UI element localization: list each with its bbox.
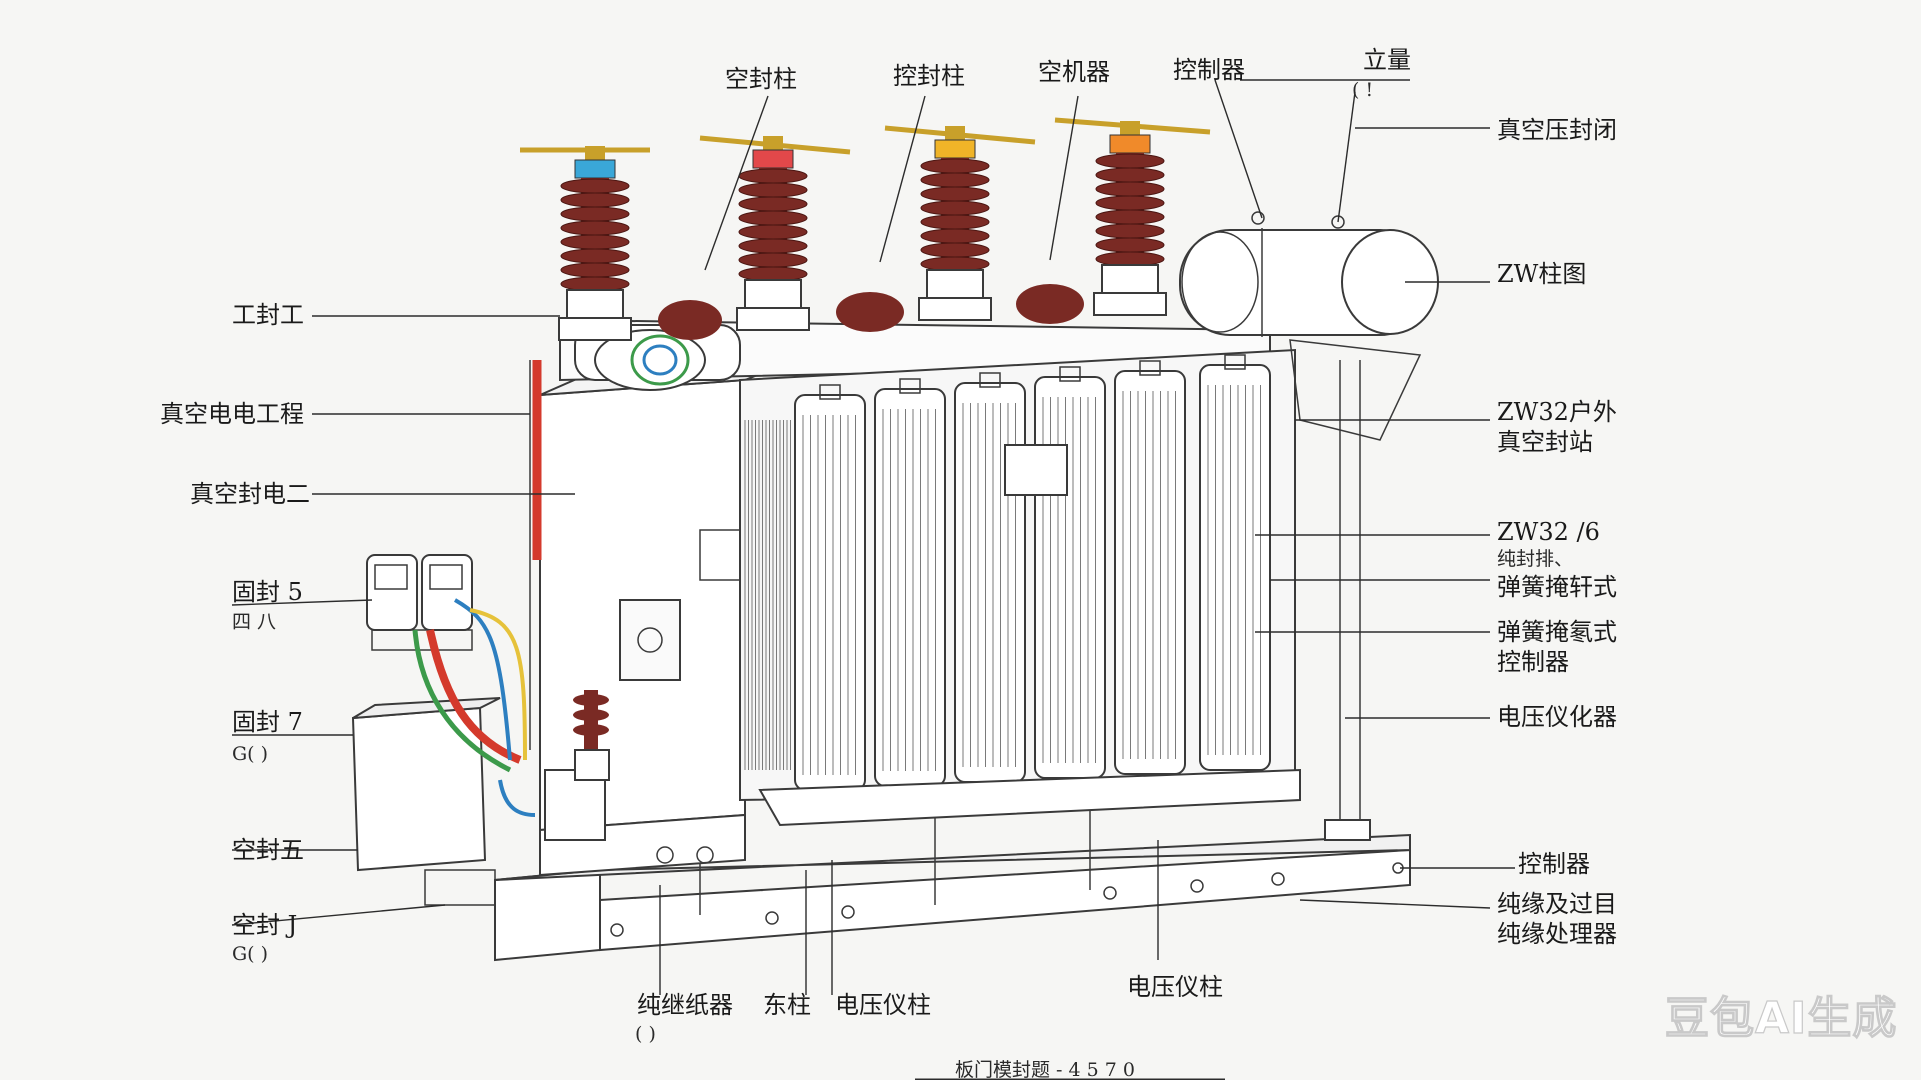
label-left-6: 空封五 [232, 836, 304, 864]
radiator-bank [739, 348, 1301, 827]
label-left-5a: 固封 7 [232, 708, 303, 736]
label-left-1: 工封工 [232, 301, 304, 329]
diagram-caption: 板门模封题 - 4 5 7 0 [955, 1059, 1135, 1080]
label-top-5: 立量 [1363, 46, 1411, 74]
label-bottom-1a: 纯继纸器 [637, 991, 733, 1019]
label-right-2: ZW柱图 [1497, 260, 1586, 288]
label-bottom-3: 电压仪柱 [835, 991, 931, 1019]
label-left-5b: G( ) [232, 743, 268, 765]
label-right-4a: ZW32 /6 [1497, 518, 1600, 546]
hv-bushing [699, 135, 851, 331]
base-frame [494, 795, 1411, 962]
label-left-3: 真空封电二 [190, 480, 310, 508]
hv-bushings [520, 117, 1211, 341]
hv-bushing [520, 146, 650, 341]
label-right-3a: ZW32户外 [1497, 398, 1617, 426]
label-left-4b: 四 八 [232, 611, 276, 633]
label-left-7a: 空封 J [232, 911, 297, 939]
radiator-side-fins [744, 420, 791, 770]
label-top-5b: ( ! [1352, 79, 1373, 101]
label-right-4b: 纯封排、 [1497, 548, 1573, 570]
radiator-panel [1199, 354, 1271, 771]
watermark: 豆包AI生成 [1665, 993, 1897, 1044]
callout-labels: 空封柱 控封柱 空机器 控制器 立量 ( ! 真空压封闭 ZW柱图 ZW32户外… [160, 46, 1617, 1080]
label-bottom-4: 电压仪柱 [1127, 973, 1223, 1001]
label-left-7b: G( ) [232, 943, 268, 965]
label-top-2: 控封柱 [893, 62, 965, 90]
radiator-panel [794, 384, 866, 791]
label-left-4a: 固封 5 [232, 578, 303, 606]
label-bottom-2: 东柱 [763, 991, 811, 1019]
leader-lines [231, 79, 1515, 1080]
label-bottom-1b: ( ) [635, 1023, 656, 1045]
label-right-5b: 控制器 [1497, 648, 1569, 676]
label-top-3: 空机器 [1038, 58, 1110, 86]
radiator-panel [1114, 360, 1186, 775]
label-right-6: 电压仪化器 [1497, 703, 1617, 731]
control-boxes [351, 360, 606, 906]
label-right-3b: 真空封站 [1497, 428, 1593, 456]
radiator-panel [1034, 366, 1106, 779]
conservator-tank [1179, 211, 1439, 841]
label-right-8a: 纯缘及过目 [1497, 890, 1617, 918]
label-top-4: 控制器 [1173, 56, 1245, 84]
radiator-panel [954, 372, 1026, 783]
label-right-1: 真空压封闭 [1497, 116, 1617, 144]
label-right-7: 控制器 [1518, 850, 1590, 878]
radiator-panel [874, 378, 946, 787]
transformer-drawing [351, 117, 1439, 962]
label-right-4c: 弹簧掩轩式 [1497, 573, 1617, 601]
lv-bushing [573, 690, 610, 781]
hv-bushing [1054, 117, 1211, 316]
label-right-8b: 纯缘处理器 [1497, 920, 1617, 948]
label-left-2: 真空电电工程 [160, 400, 304, 428]
label-top-1: 空封柱 [725, 65, 797, 93]
label-right-5a: 弹簧掩氡式 [1497, 618, 1617, 646]
hv-bushing [884, 125, 1036, 321]
